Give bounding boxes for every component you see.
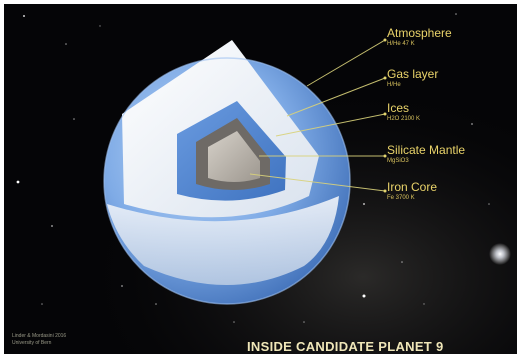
layer-name: Atmosphere [387, 26, 452, 40]
diagram-title: INSIDE CANDIDATE PLANET 9 [247, 339, 444, 354]
image-credit: Linder & Mordasini 2016 University of Be… [12, 333, 66, 347]
image-frame: Atmosphere H/He 47 K Gas layer H/He Ices… [4, 4, 517, 354]
layer-detail: H/He [387, 82, 401, 88]
leader-dots [383, 38, 387, 193]
label-ices: Ices H2O 2100 K [387, 102, 420, 123]
label-atmosphere: Atmosphere H/He 47 K [387, 27, 452, 48]
label-iron-core: Iron Core Fe 3700 K [387, 181, 437, 202]
credit-line-2: University of Bern [12, 340, 52, 346]
credit-line-1: Linder & Mordasini 2016 [12, 333, 67, 339]
layer-name: Silicate Mantle [387, 143, 466, 157]
layer-name: Gas layer [387, 67, 439, 81]
planet-cutaway [103, 40, 351, 305]
layer-name: Ices [387, 101, 410, 115]
label-silicate-mantle: Silicate Mantle MgSiO3 [387, 144, 465, 165]
planet-illustration [4, 4, 517, 354]
starfield [16, 13, 490, 323]
label-gas-layer: Gas layer H/He [387, 68, 438, 89]
bright-star [489, 243, 511, 265]
layer-name: Iron Core [387, 180, 438, 194]
layer-detail: H/He 47 K [387, 41, 415, 47]
layer-detail: MgSiO3 [387, 158, 409, 164]
layer-detail: Fe 3700 K [387, 195, 415, 201]
layer-detail: H2O 2100 K [387, 116, 421, 122]
leader-lines [249, 39, 386, 192]
